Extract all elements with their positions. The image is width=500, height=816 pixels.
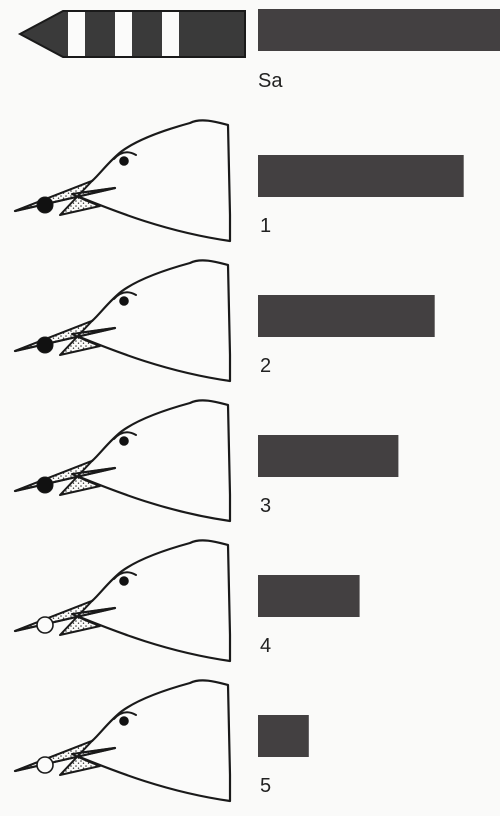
row-label: 2 — [260, 355, 271, 377]
gull-head-icon — [15, 120, 230, 241]
stimulus-label: Sa — [258, 70, 283, 92]
bill-spot-icon — [37, 477, 53, 493]
head-model-row: 4 — [15, 540, 360, 661]
head-model-rows: 1 2 3 4 5 — [15, 120, 464, 801]
stimulus-response-bar — [258, 9, 500, 51]
eye-icon — [119, 296, 129, 306]
bill-spot-icon — [37, 617, 53, 633]
head-model-row: 5 — [15, 680, 309, 801]
row-label: 4 — [260, 635, 271, 657]
gull-head-icon — [15, 260, 230, 381]
eye-icon — [119, 576, 129, 586]
response-bar — [258, 295, 435, 337]
eye-icon — [119, 156, 129, 166]
row-label: 5 — [260, 775, 271, 797]
bill-spot-icon — [37, 757, 53, 773]
bill-spot-icon — [37, 197, 53, 213]
row-label: 3 — [260, 495, 271, 517]
head-model-row: 2 — [15, 260, 435, 381]
response-bar — [258, 715, 309, 757]
row-label: 1 — [260, 215, 271, 237]
response-bar — [258, 155, 464, 197]
eye-icon — [119, 436, 129, 446]
gull-head-icon — [15, 540, 230, 661]
response-bar — [258, 435, 398, 477]
gull-head-icon — [15, 400, 230, 521]
head-model-row: 1 — [15, 120, 464, 241]
gull-head-icon — [15, 680, 230, 801]
stick-stimulus-row: Sa — [20, 9, 500, 92]
bill-spot-icon — [37, 337, 53, 353]
eye-icon — [119, 716, 129, 726]
head-model-row: 3 — [15, 400, 398, 521]
striped-stick-icon — [20, 11, 245, 57]
response-bar — [258, 575, 360, 617]
